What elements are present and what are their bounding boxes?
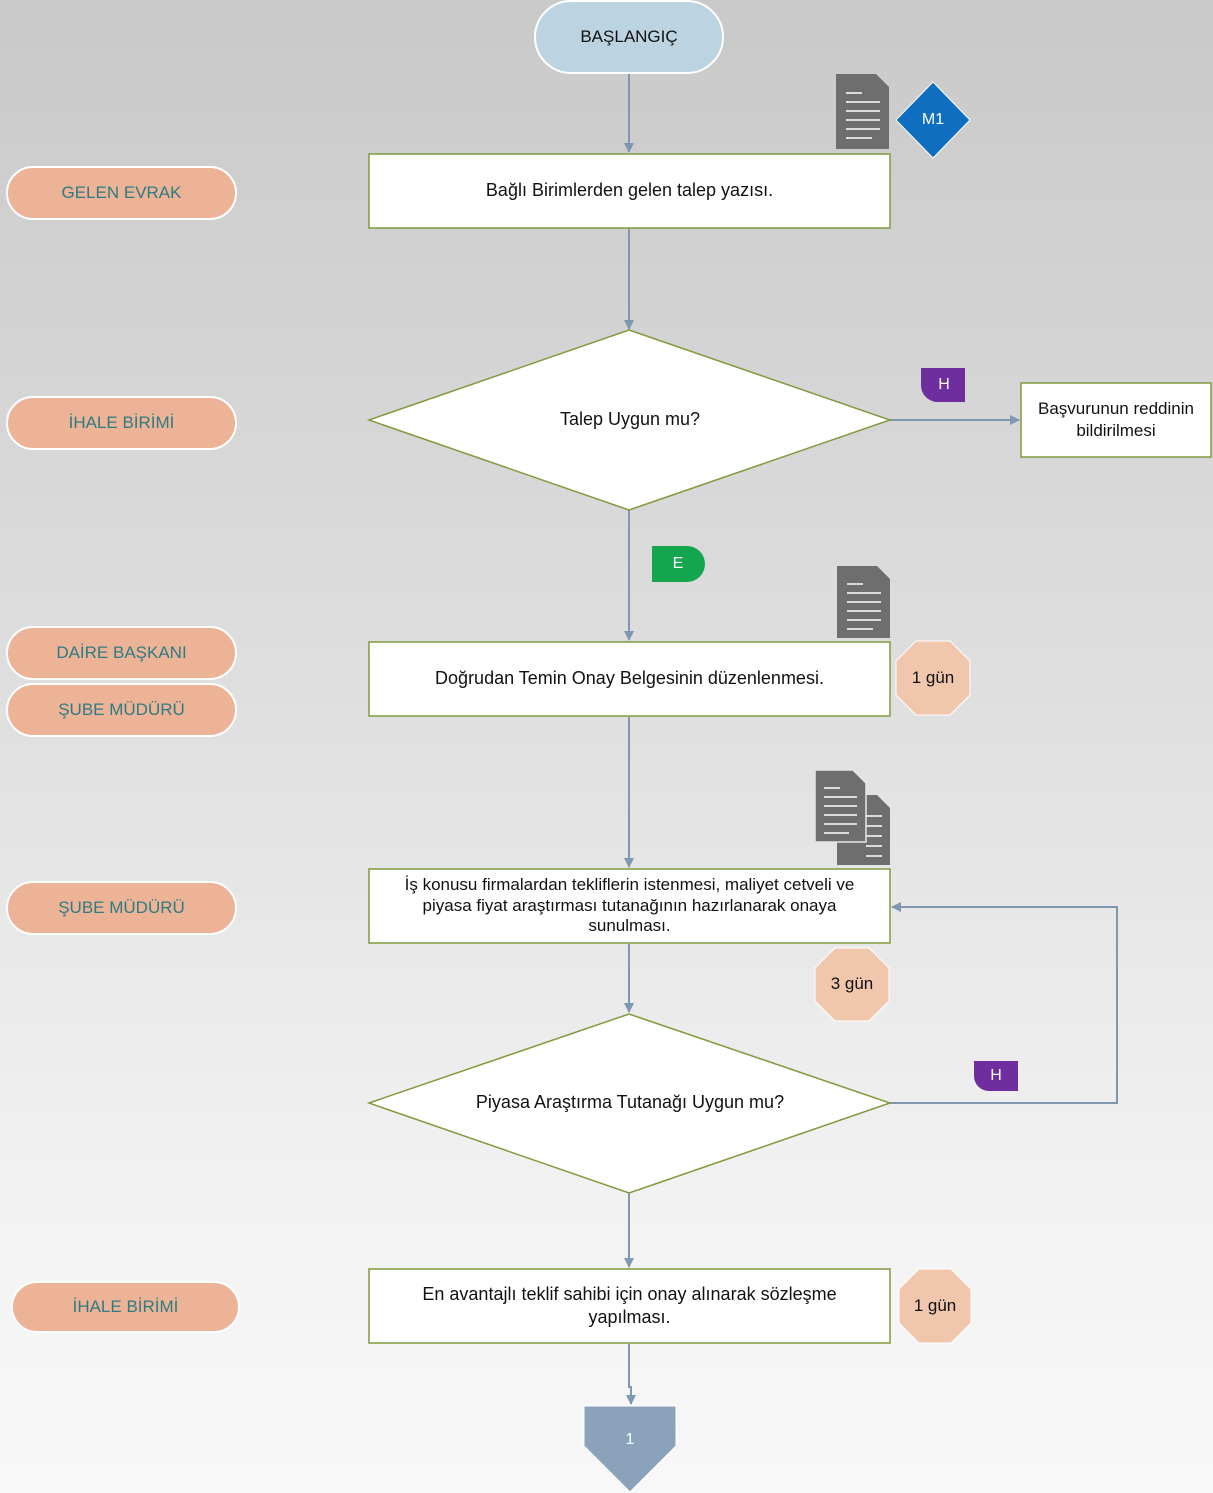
start-terminal	[534, 0, 724, 74]
multi-document-icon	[814, 769, 890, 865]
h-badge-2	[974, 1061, 1018, 1091]
h-badge-2-text: H	[990, 1067, 1002, 1084]
h-badge-1-text: H	[938, 376, 950, 393]
e-badge	[652, 546, 705, 582]
offpage-connector-text: 1	[625, 1431, 635, 1448]
role-ihale-birimi: İHALE BİRİMİ	[11, 1281, 240, 1333]
e-badge-text: E	[672, 555, 684, 572]
document-icon	[837, 566, 890, 638]
role-sube-muduru: ŞUBE MÜDÜRÜ	[6, 881, 237, 935]
role-sube-muduru: ŞUBE MÜDÜRÜ	[6, 683, 237, 737]
decision-2	[366, 1013, 893, 1194]
start-label: BAŞLANGIÇ	[580, 26, 678, 46]
arrow-d2-loop-back	[890, 902, 1118, 1104]
time-badge-3	[898, 1268, 972, 1344]
step-4-text: En avantajlı teklif sahibi için onay alı…	[422, 1283, 837, 1327]
decision-2-text: Piyasa Araştırma Tutanağı Uygun mu?	[475, 1092, 785, 1113]
step-box-3	[368, 868, 891, 944]
step-box-4	[368, 1268, 891, 1344]
step-3-text: İş konusu firmalardan tekliflerin istenm…	[404, 875, 855, 936]
step-box-2	[368, 641, 891, 717]
time-badge-2	[814, 947, 890, 1022]
decision-1-text: Talep Uygun mu?	[559, 409, 701, 430]
step-box-1	[368, 153, 891, 229]
reject-text: Başvurunun reddinin bildirilmesi	[1038, 398, 1194, 440]
m1-badge	[895, 81, 971, 159]
reject-box	[1020, 382, 1212, 458]
role-gelen-evrak: GELEN EVRAK	[6, 166, 237, 220]
time-badge-3-text: 1 gün	[913, 1295, 957, 1315]
time-badge-1	[895, 640, 971, 716]
role-daire-baskani: DAİRE BAŞKANI	[6, 626, 237, 680]
time-badge-1-text: 1 gün	[911, 667, 955, 687]
role-ihale-birimi: İHALE BİRİMİ	[6, 396, 237, 450]
connectors	[624, 74, 1118, 1405]
arrow-s4-to-connector	[626, 1344, 636, 1405]
step-2-text: Doğrudan Temin Onay Belgesinin düzenlenm…	[435, 668, 824, 689]
m1-badge-text: M1	[921, 111, 945, 128]
h-badge-1	[920, 368, 965, 402]
document-icon	[836, 74, 889, 149]
time-badge-2-text: 3 gün	[830, 974, 874, 994]
offpage-connector	[583, 1405, 677, 1493]
decision-1	[366, 329, 893, 511]
step-1-text: Bağlı Birimlerden gelen talep yazısı.	[485, 180, 774, 201]
